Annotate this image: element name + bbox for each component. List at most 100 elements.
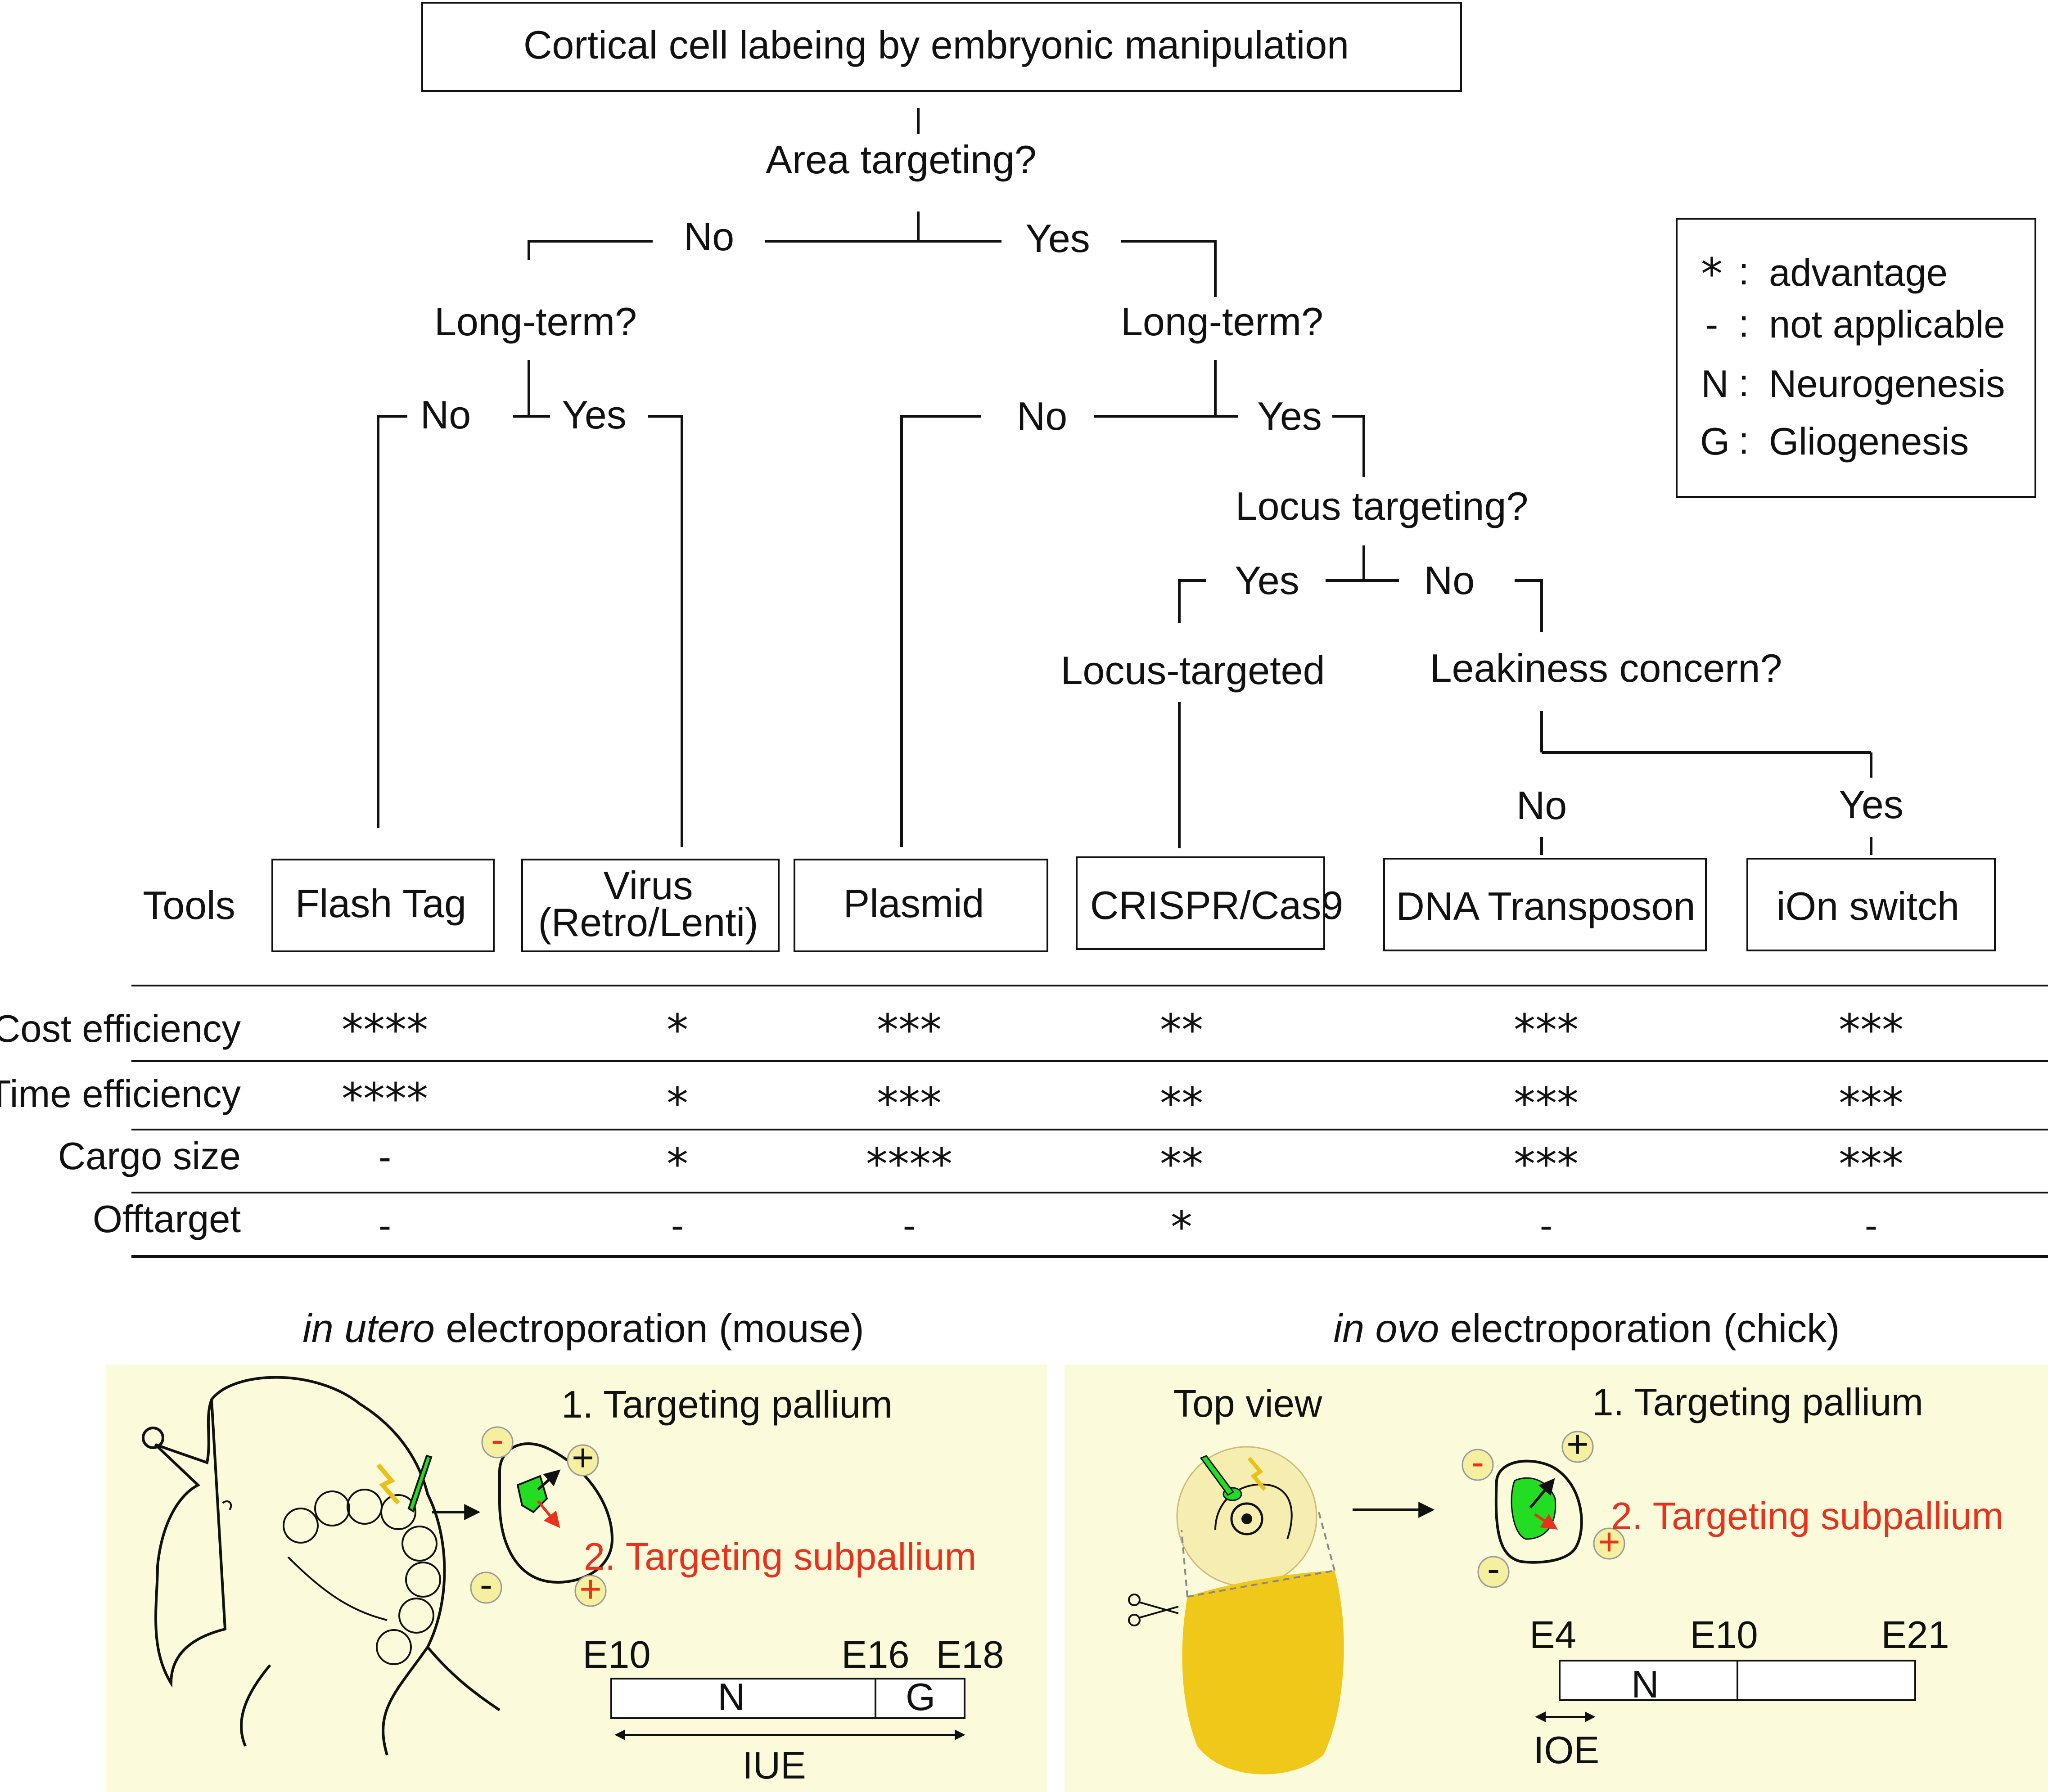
legend-item-neurogenesis: N : Neurogenesis [1701, 362, 2005, 405]
tool-box-dna-transposon: DNA Transposon [1383, 858, 1707, 951]
svg-text:Virus: Virus [604, 863, 693, 908]
svg-text:*: * [667, 1078, 688, 1129]
leak-yes-label: Yes [1839, 782, 1904, 827]
row-label: Cargo size [58, 1135, 241, 1178]
legend: * : advantage - : not applicable N : Neu… [1676, 218, 2036, 498]
svg-text:Flash Tag: Flash Tag [295, 881, 466, 926]
leakiness-question: Leakiness concern? [1430, 646, 1782, 690]
top-view-label: Top view [1173, 1382, 1322, 1425]
tool-box-plasmid: Plasmid [794, 859, 1048, 952]
row-offtarget: Offtarget - - - * - - [93, 1198, 1877, 1252]
row-time-efficiency: Time efficiency **** * *** ** *** *** [0, 1073, 1904, 1129]
svg-text:**: ** [1160, 1078, 1203, 1129]
chick-electrodes: - + - + [1462, 1423, 1625, 1590]
svg-text:*: * [667, 1139, 688, 1189]
chick-step2: 2. Targeting subpallium [1611, 1495, 2004, 1538]
tool-box-crispr: CRISPR/Cas9 [1076, 856, 1343, 950]
comparison-table: Cost efficiency **** * *** ** *** *** Ti… [0, 985, 2048, 1258]
svg-text:***: *** [877, 1005, 942, 1055]
svg-text:-: - [379, 1204, 391, 1247]
svg-text:G: G [1700, 420, 1730, 463]
segment-neurogenesis: N [1631, 1663, 1659, 1706]
svg-text:***: *** [1514, 1005, 1579, 1055]
locus-yes-label: Yes [1235, 558, 1299, 603]
legend-item-not-applicable: - : not applicable [1705, 302, 2005, 346]
svg-text:-: - [379, 1136, 391, 1179]
chick-panel-title: in ovo electroporation (chick) [1334, 1306, 1840, 1351]
right-no-label: No [1017, 394, 1068, 438]
svg-text:not applicable: not applicable [1769, 303, 2005, 346]
area-yes-label: Yes [1025, 216, 1090, 261]
svg-text:(Retro/Lenti): (Retro/Lenti) [538, 900, 758, 945]
svg-text:***: *** [877, 1078, 942, 1129]
mouse-step1: 1. Targeting pallium [561, 1383, 893, 1426]
leak-no-label: No [1516, 783, 1567, 828]
svg-text::: : [1738, 419, 1749, 462]
right-yes-label: Yes [1257, 394, 1322, 438]
svg-text:E16: E16 [841, 1634, 909, 1676]
chick-brain-slice [1494, 1459, 1583, 1564]
mouse-panel: - + - + 1. Targeting pallium 2. Targetin… [106, 1364, 1047, 1792]
mouse-brain-slice [498, 1442, 614, 1584]
svg-text:***: *** [1514, 1078, 1579, 1129]
svg-text:E10: E10 [582, 1634, 650, 1676]
svg-text:CRISPR/Cas9: CRISPR/Cas9 [1090, 883, 1343, 928]
segment-neurogenesis: N [717, 1676, 745, 1719]
segment-gliogenesis: G [906, 1676, 935, 1719]
svg-text:iOn switch: iOn switch [1777, 884, 1959, 928]
iue-span-label: IUE [742, 1744, 806, 1787]
table-rules [131, 985, 2048, 1258]
decision-tree-lines [377, 108, 1872, 855]
svg-text:****: **** [342, 1074, 428, 1124]
svg-text:*: * [1171, 1202, 1192, 1252]
mouse-timeline: E10 E16 E18 N G IUE [582, 1634, 1004, 1787]
svg-text:***: *** [1839, 1078, 1904, 1129]
row-label: Cost efficiency [0, 1008, 241, 1050]
plus-sign: + [579, 1568, 602, 1611]
left-no-label: No [420, 392, 471, 437]
svg-text:***: *** [1514, 1139, 1579, 1189]
mouse-step2: 2. Targeting subpallium [584, 1535, 977, 1578]
svg-text:E21: E21 [1881, 1614, 1949, 1657]
minus-sign: - [491, 1418, 504, 1461]
svg-text::: : [1738, 302, 1749, 345]
egg-illustration [1176, 1446, 1344, 1774]
locus-no-label: No [1424, 558, 1475, 603]
row-label: Time efficiency [0, 1073, 241, 1116]
ioe-span-label: IOE [1534, 1729, 1599, 1772]
svg-text:-: - [1865, 1204, 1877, 1247]
svg-text:****: **** [866, 1139, 952, 1189]
svg-text:DNA Transposon: DNA Transposon [1396, 884, 1695, 928]
area-no-label: No [684, 214, 735, 259]
svg-text:N: N [1701, 363, 1728, 405]
tool-box-ion-switch: iOn switch [1746, 858, 1996, 951]
locus-targeted-label: Locus-targeted [1060, 648, 1325, 693]
chick-timeline: E4 E10 E21 N IOE [1529, 1614, 1949, 1772]
svg-text:E10: E10 [1690, 1614, 1758, 1657]
scissors-icon [1128, 1594, 1179, 1626]
decision-labels: Area targeting? No Yes Long-term? Long-t… [420, 137, 1904, 828]
minus-sign: - [1471, 1441, 1484, 1484]
svg-text:Neurogenesis: Neurogenesis [1769, 363, 2005, 405]
svg-text:-: - [671, 1204, 684, 1247]
mouse-electrodes: - + - + [470, 1418, 607, 1611]
tool-box-virus: Virus (Retro/Lenti) [521, 859, 780, 952]
title-box: Cortical cell labeing by embryonic manip… [421, 2, 1462, 92]
svg-text:E18: E18 [936, 1634, 1004, 1676]
legend-item-advantage: * : advantage [1701, 249, 1948, 299]
long-term-right-question: Long-term? [1121, 299, 1323, 344]
svg-text:**: ** [1160, 1005, 1203, 1055]
tool-box-flash-tag: Flash Tag [271, 859, 495, 952]
mouse-panel-title: in utero electroporation (mouse) [302, 1306, 864, 1351]
svg-text::: : [1738, 362, 1749, 405]
area-targeting-question: Area targeting? [766, 137, 1037, 182]
uterine-embryos [283, 1489, 441, 1665]
plus-sign: + [572, 1436, 594, 1479]
svg-text:**: ** [1160, 1139, 1203, 1189]
svg-text:*: * [667, 1005, 688, 1055]
svg-text:-: - [1705, 303, 1718, 346]
pregnant-mouse-illustration [142, 1376, 501, 1756]
svg-text:-: - [903, 1204, 916, 1247]
row-label: Offtarget [93, 1198, 241, 1241]
